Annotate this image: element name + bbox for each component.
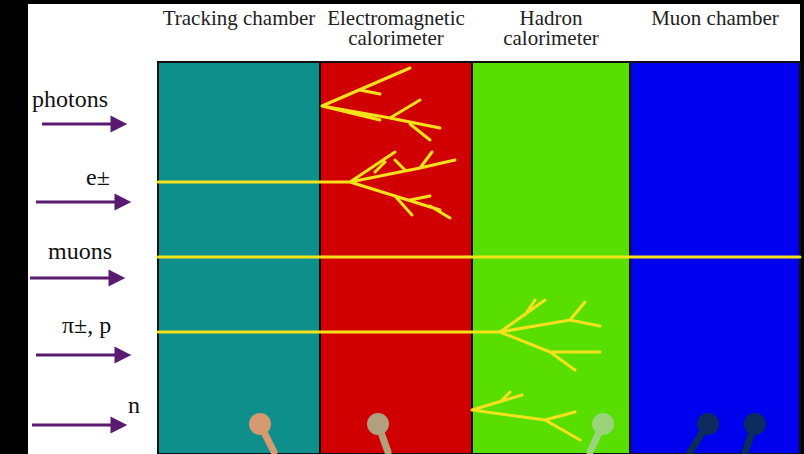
pins	[249, 413, 766, 452]
detector-band: Muon chamber	[630, 0, 800, 454]
particle-label: photons	[32, 86, 108, 113]
incoming-arrows	[30, 118, 128, 431]
particle-label: π±, p	[62, 312, 111, 339]
detector-band: Electromagnetic calorimeter	[320, 0, 472, 454]
detector-band: Hadron calorimeter	[472, 0, 630, 454]
region-borders	[158, 62, 800, 454]
band-heading: Hadron calorimeter	[472, 0, 630, 48]
band-heading: Tracking chamber	[158, 0, 320, 28]
particle-tracks	[158, 68, 800, 440]
panel	[28, 4, 800, 454]
particle-label: n	[128, 392, 140, 419]
band-heading: Electromagnetic calorimeter	[320, 0, 472, 48]
band-heading: Muon chamber	[630, 0, 800, 28]
particle-label: e±	[86, 164, 110, 191]
detector-band: Tracking chamber	[158, 0, 320, 454]
particle-label: muons	[48, 238, 112, 265]
